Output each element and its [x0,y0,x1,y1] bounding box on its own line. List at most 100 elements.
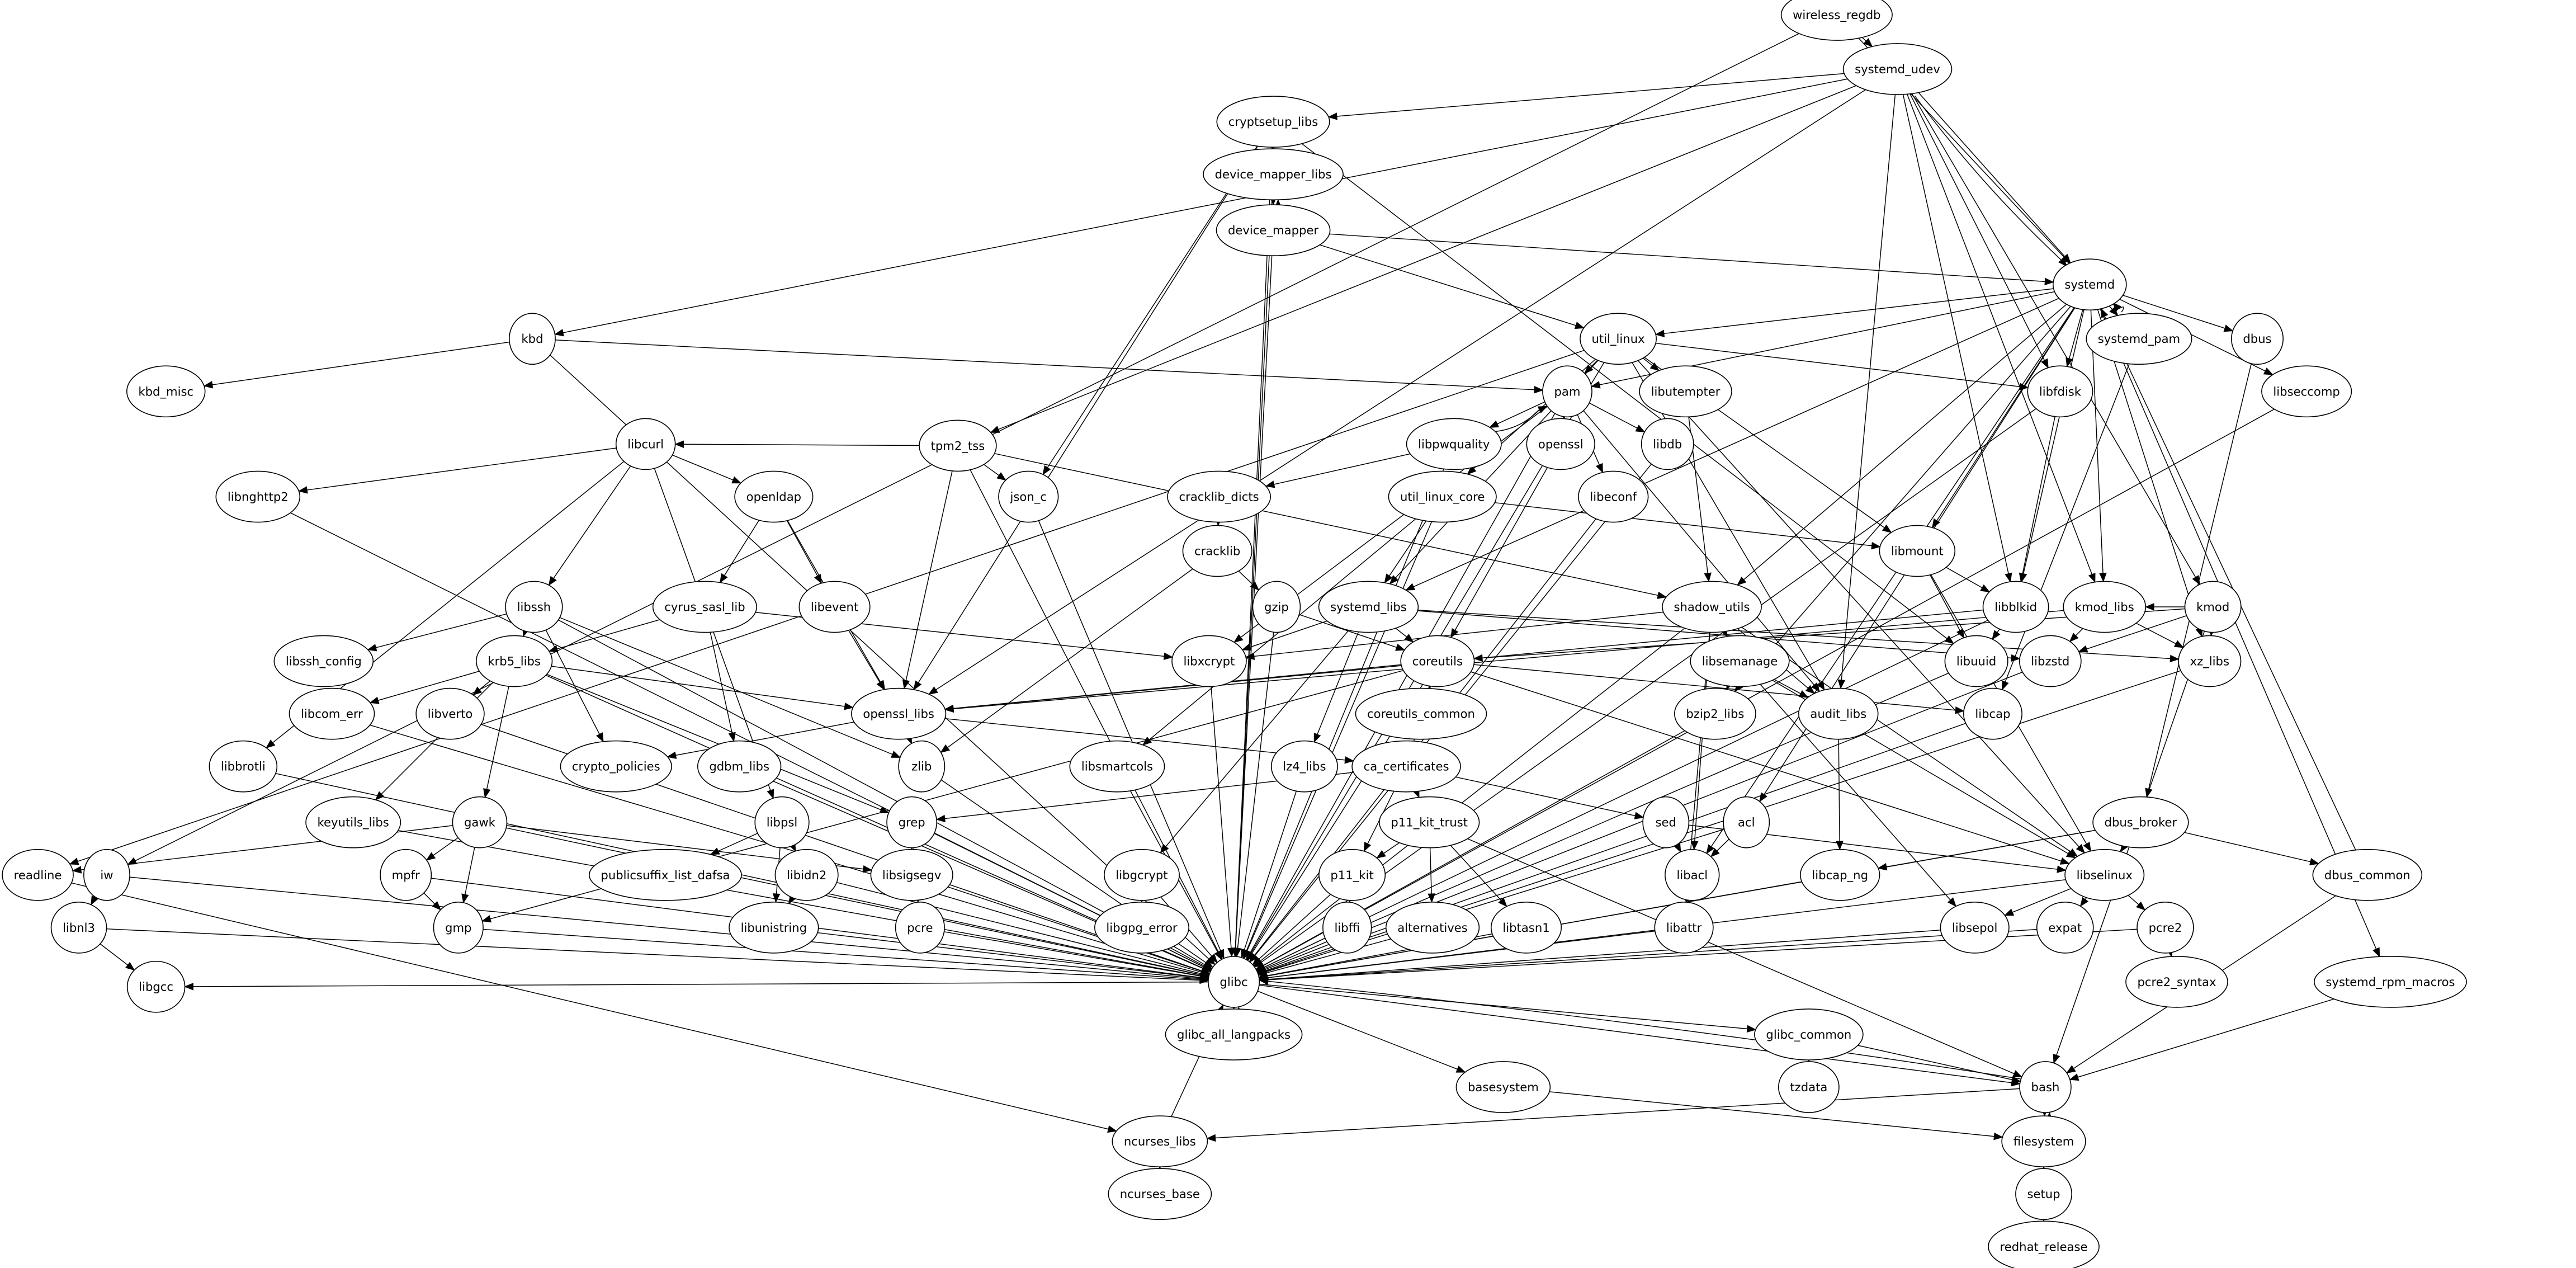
node-label: cracklib_dicts [1179,489,1259,503]
edge-libeconf-to-glibc [1249,518,1596,963]
arrowhead-icon [2005,572,2012,583]
edge-line [1841,94,1896,681]
node-libcap-ng: libcap_ng [1800,849,1880,901]
node-openssl-libs: openssl_libs [851,687,947,740]
arrowhead-icon [1871,541,1881,550]
node-bzip2-libs: bzip2_libs [1674,687,1756,740]
edge-util-linux-core-to-libmount [1495,502,1881,550]
node-label: cyrus_sasl_lib [664,600,745,614]
arrowhead-icon [1836,841,1844,851]
node-label: gzip [1264,600,1289,614]
arrowhead-icon [1376,850,1386,859]
node-label: gawk [464,816,496,829]
arrowhead-icon [1241,948,1248,959]
edge-line [2075,628,2083,637]
node-libbrotli: libbrotli [209,740,278,793]
edge-line [464,847,475,895]
node-shape [851,687,947,740]
node-libeconf: libeconf [1578,470,1649,523]
node-grep: grep [886,796,938,849]
edge-line [1267,930,1655,978]
node-glibc-common: glibc_common [1754,1008,1864,1060]
node-label: libsmartcols [1081,760,1153,774]
edge-readline-to-ncurses-libs [71,882,1118,1133]
arrowhead-icon [1405,583,1416,591]
arrowhead-icon [1488,420,1500,428]
edge-libffi-to-glibc [1256,937,1326,972]
node-util-linux: util_linux [1580,313,1657,365]
node-shape [433,901,484,954]
arrowhead-icon [1655,329,1665,337]
node-label: bzip2_libs [1686,707,1744,721]
arrowhead-icon [2057,865,2067,873]
node-label: libzstd [2031,654,2069,668]
node-systemd: systemd [2052,258,2127,311]
edge-line [1274,453,1411,485]
node-shape [898,740,946,793]
node-libsigsegv: libsigsegv [870,849,953,901]
node-gmp: gmp [433,901,484,954]
node-label: libsepol [1952,921,1997,935]
arrowhead-icon [1245,652,1255,660]
node-shape [83,849,130,901]
edge-openldap-to-cyrus-sasl-lib [719,520,760,583]
node-kmod-libs: kmod_libs [2063,581,2147,633]
edge-line [1317,631,1359,735]
node-label: pcre2_syntax [2138,975,2216,989]
node-glibc: glibc [1208,955,1260,1008]
node-libdb: libdb [1641,418,1694,470]
node-libgcrypt: libgcrypt [1104,849,1180,901]
node-mpfr: mpfr [380,849,432,901]
node-shape [1069,740,1165,793]
edge-line [984,464,1000,476]
node-label: crypto_policies [572,760,660,774]
node-label: systemd [2064,277,2115,291]
edge-line [1250,620,1327,648]
edge-line [948,887,1202,972]
node-label: libfdisk [2039,384,2082,398]
arrowhead-icon [1384,573,1393,584]
edge-libpwquality-to-cracklib-dicts [1265,453,1411,488]
node-shape [1674,687,1756,740]
arrowhead-icon [1993,1132,2003,1140]
node-label: xz_libs [2190,654,2229,668]
node-shape [475,635,553,687]
node-label: libdb [1653,437,1682,451]
node-shape [615,418,676,470]
arrowhead-icon [2076,844,2086,854]
node-shape [1690,635,1790,687]
arrowhead-icon [731,476,742,484]
node-label: libxcrypt [1184,654,1235,668]
arrowhead-icon [2069,1073,2079,1081]
node-shape [1104,849,1180,901]
edge-line [100,943,128,966]
node-label: libcurl [627,437,664,451]
node-label: audit_libs [1810,707,1866,721]
edge-line [1173,946,1205,965]
edge-line [998,85,1857,430]
edge-coreutils-to-libcap [1473,664,1965,714]
edge-line [381,682,494,795]
arrowhead-icon [548,576,557,586]
node-shape [652,581,758,633]
edge-bash-to-glibc [1259,977,2021,1080]
node-label: pcre [907,921,933,935]
edge-line [1250,413,1556,953]
arrowhead-icon [1882,524,1892,533]
edge-line [1454,467,1548,631]
arrowhead-icon [719,573,728,583]
node-label: libpwquality [1418,437,1490,451]
edge-line [1257,991,1458,1070]
arrowhead-icon [2041,358,2049,369]
node-shape [1988,1220,2100,1268]
node-shape [697,740,782,793]
edge-line [1497,401,1545,425]
arrowhead-icon [1206,1134,1216,1142]
arrowhead-icon [1202,961,1213,969]
node-libselinux: libselinux [2064,849,2145,901]
edge-line [1038,520,1221,951]
edge-systemd-udev-to-libfdisk [1909,93,2049,369]
node-shape [774,849,839,901]
arrowhead-icon [1247,951,1255,961]
node-shape [380,849,432,901]
